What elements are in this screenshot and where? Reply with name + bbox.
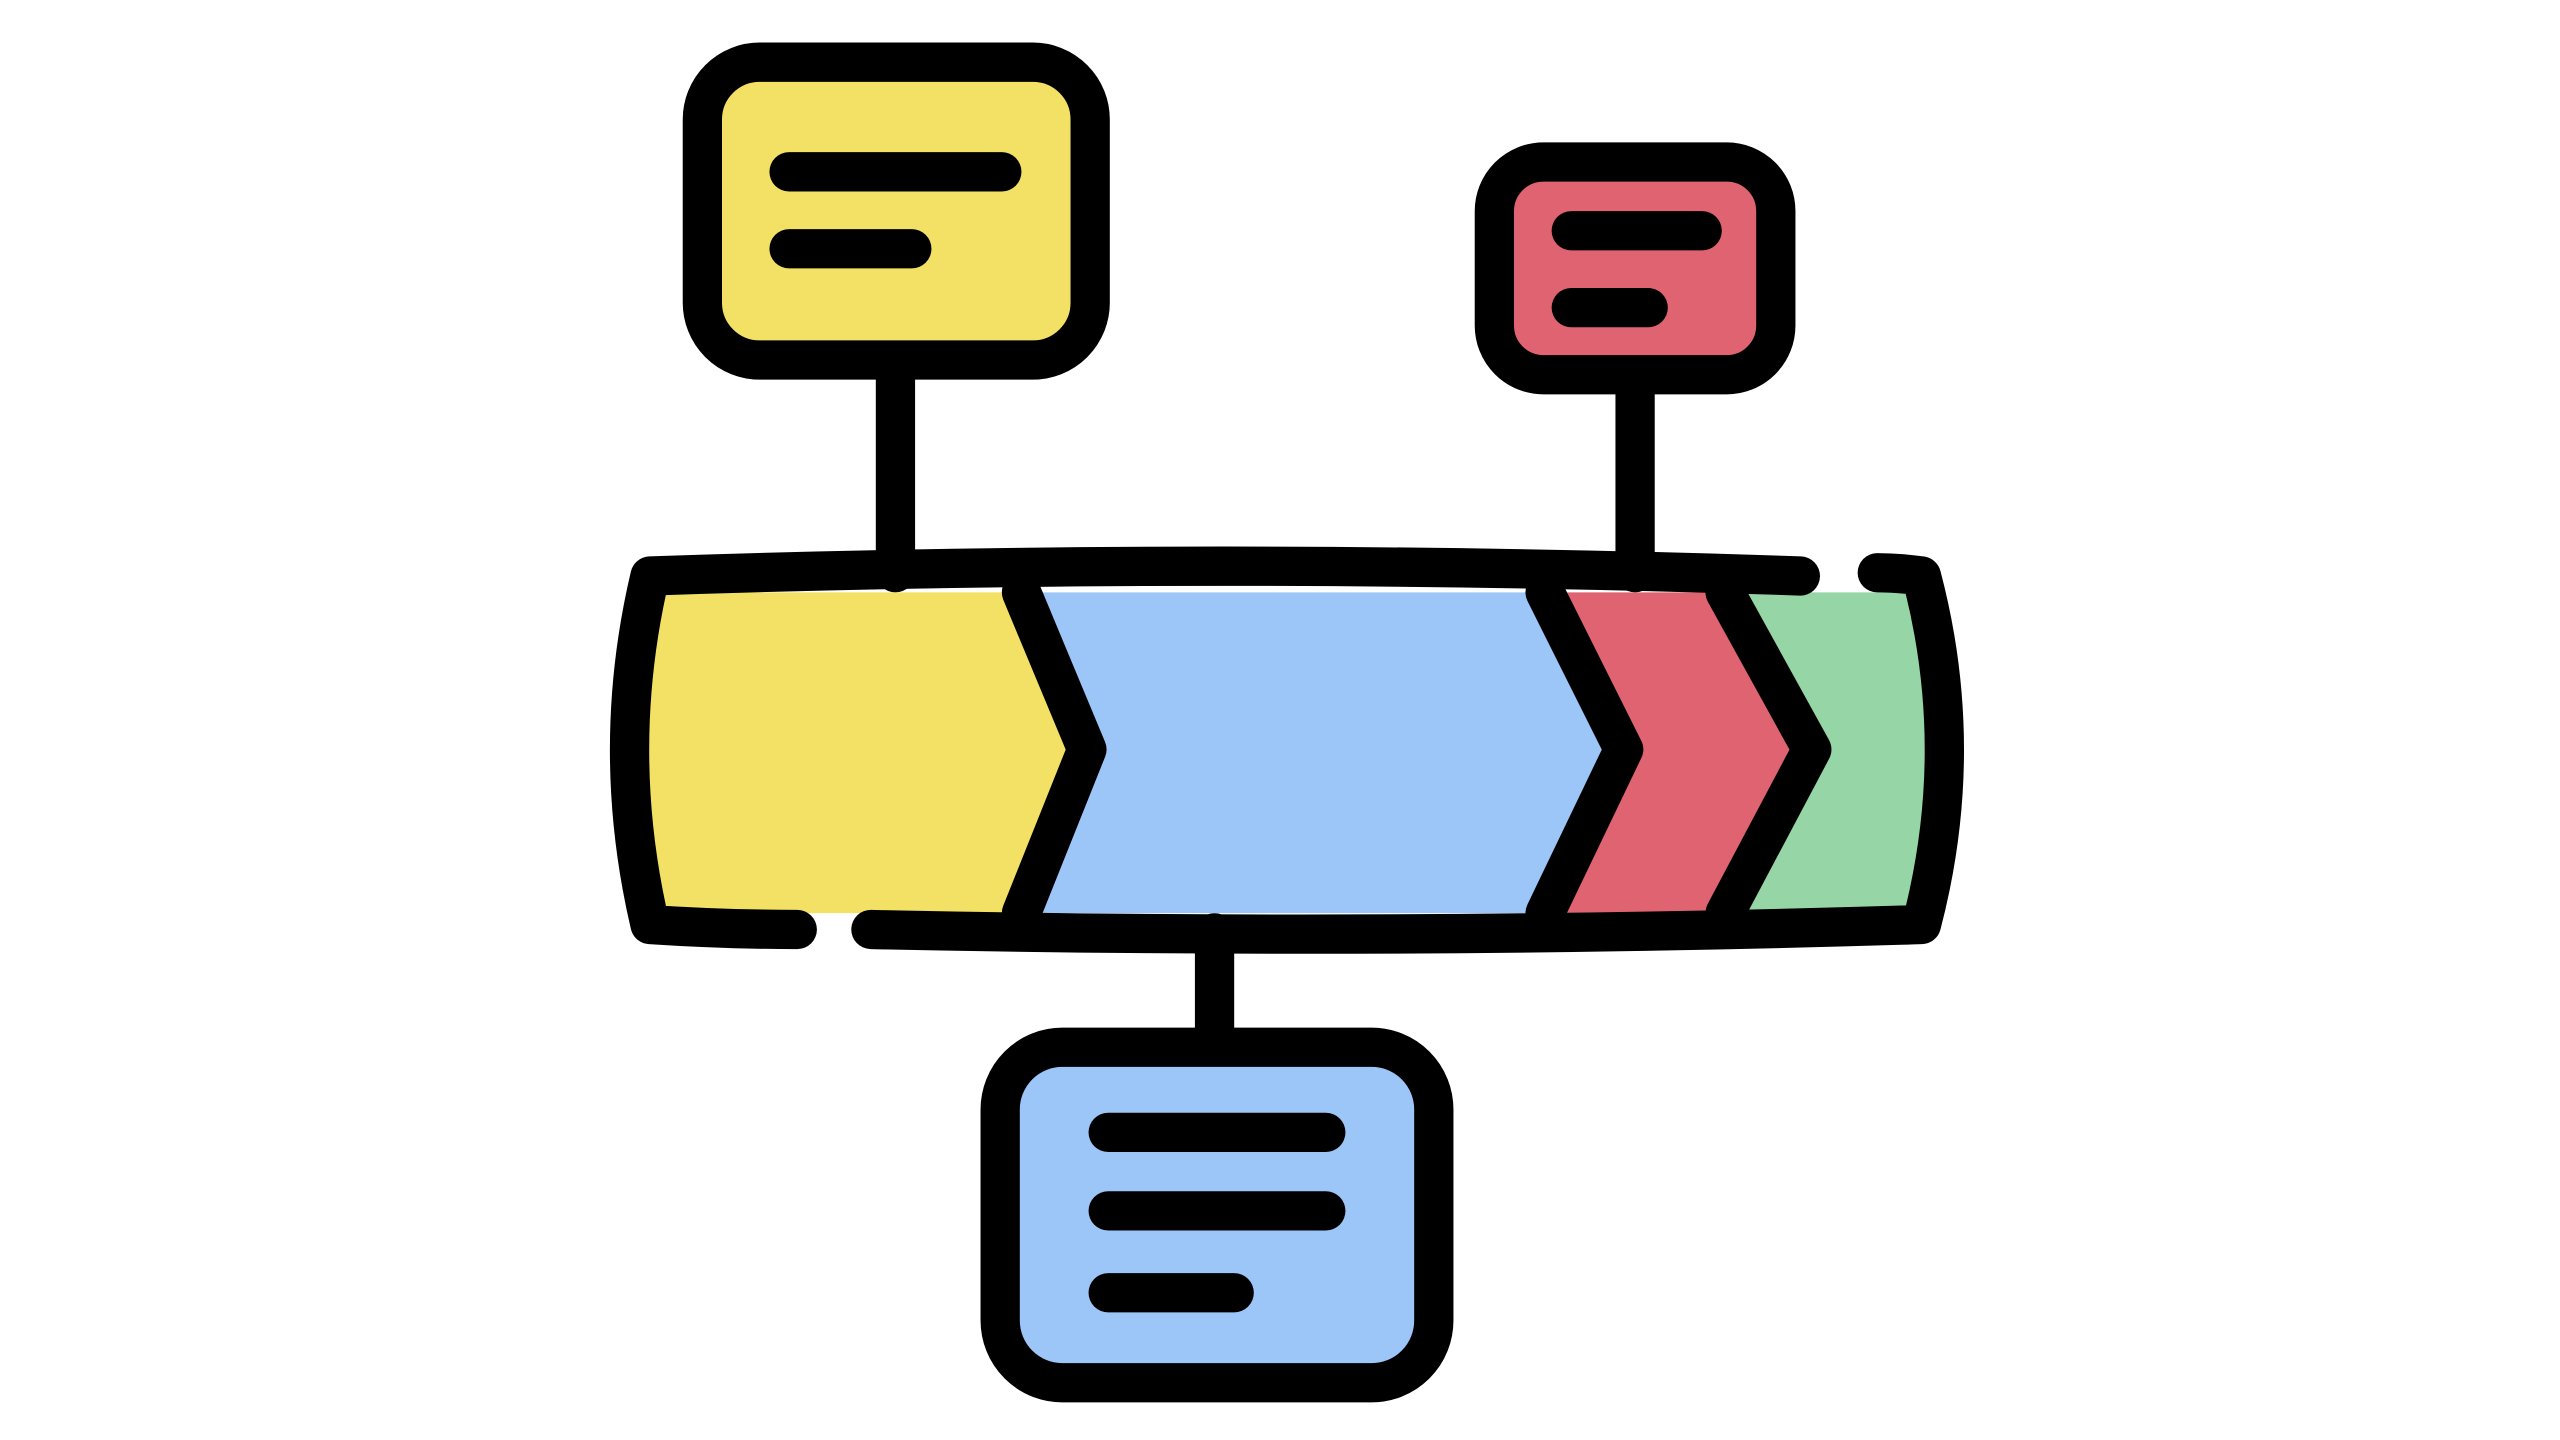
timeline-segment-yellow <box>643 592 1087 914</box>
note-card-blue <box>980 1027 1454 1403</box>
note-card-yellow <box>682 42 1110 380</box>
chevron-divider-3 <box>1705 572 1832 933</box>
chevron-divider-1 <box>1001 572 1107 933</box>
note-card-red <box>1474 142 1796 395</box>
timeline-outline-top <box>609 546 1820 950</box>
timeline-outline-bottom <box>851 553 1964 954</box>
timeline-segment-blue <box>1021 592 1624 914</box>
chevron-divider-2 <box>1525 572 1644 933</box>
timeline-segment-red <box>1545 592 1812 914</box>
